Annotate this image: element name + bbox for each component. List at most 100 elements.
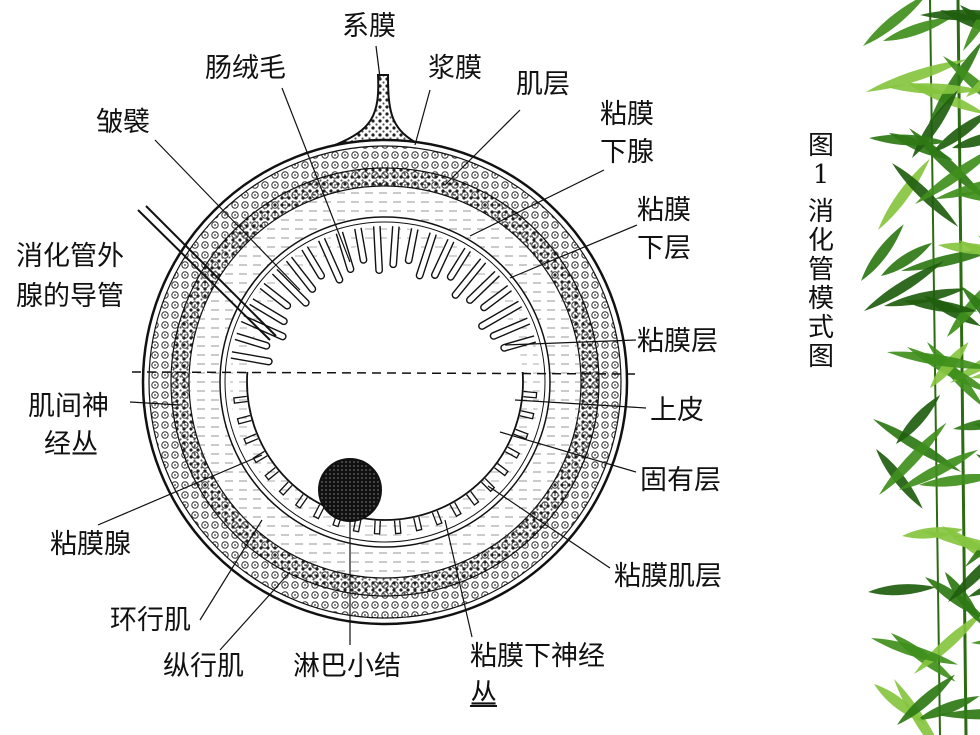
bamboo-leaf-icon [932, 110, 980, 153]
villus-shape [389, 226, 400, 269]
label-epithelium: 上皮 [650, 395, 704, 426]
bamboo-leaf-icon [937, 708, 980, 720]
villus-shape [271, 268, 310, 307]
bamboo-leaf-icon [919, 473, 980, 487]
villus-shape [372, 226, 384, 274]
label-submucosal-gland-1: 粘膜 [600, 99, 654, 130]
label-longitudinal-muscle: 纵行肌 [163, 651, 244, 682]
bamboo-leaf-icon [899, 449, 979, 490]
bamboo-leaf-icon [953, 416, 980, 431]
bamboo-leaf-icon [929, 39, 980, 123]
gland-shape [294, 493, 308, 509]
label-submucosal-gland-2: 下腺 [600, 137, 654, 168]
label-serosa: 浆膜 [428, 53, 482, 84]
bamboo-leaf-icon [896, 394, 941, 444]
label-myenteric-2: 经丛 [44, 429, 98, 460]
villus-shape [478, 300, 523, 330]
villus-shape [430, 238, 455, 279]
gland-shape [278, 481, 293, 496]
lumen [247, 244, 523, 520]
label-submucosal-plexus-1: 粘膜下神经 [470, 641, 605, 672]
bamboo-leaf-icon [897, 674, 956, 725]
bamboo-leaf-icon [866, 59, 967, 92]
bamboo-leaf-icon [938, 242, 980, 255]
villus-shape [500, 335, 537, 352]
caption-char: 图 [807, 342, 834, 372]
gland-shape [312, 504, 325, 520]
label-mesentery: 系膜 [342, 11, 396, 42]
bamboo-leaf-icon [869, 134, 948, 146]
gland-shape [523, 390, 538, 399]
bamboo-leaf-icon [920, 9, 980, 21]
label-plica: 皱襞 [96, 107, 150, 138]
villus-shape [415, 232, 437, 280]
bamboo-leaf-icon [955, 191, 980, 204]
bamboo-leaf-icon [878, 158, 930, 230]
villus-shape [480, 285, 512, 312]
bamboo-leaf-icon [886, 83, 980, 94]
label-lamina-propria: 固有层 [640, 465, 721, 496]
label-gland-duct-1: 消化管外 [16, 241, 124, 272]
bamboo-leaf-icon [925, 577, 980, 621]
leader-lines [97, 45, 647, 651]
gland-shape [352, 517, 362, 533]
caption-char: 消 [807, 197, 834, 227]
intestinal-villi [230, 226, 537, 366]
label-submucosa-2: 下层 [637, 233, 691, 264]
label-gland-duct-2: 腺的导管 [16, 281, 124, 312]
label-villus: 肠绒毛 [205, 53, 286, 84]
bamboo-leaf-icon [879, 422, 947, 495]
villus-shape [404, 228, 419, 265]
gland-shape [373, 520, 381, 535]
caption-char: 管 [807, 255, 834, 285]
bamboo-leaf-icon [871, 638, 959, 665]
caption-char: 化 [807, 226, 834, 256]
mucosal-glands [233, 372, 538, 535]
bamboo-leaf-icon [966, 56, 980, 97]
bamboo-leaf-icon [868, 584, 936, 596]
label-mucosal-gland: 粘膜腺 [50, 529, 131, 560]
gland-shape [233, 395, 248, 404]
bamboo-leaf-icon [922, 531, 980, 556]
gland-shape [252, 450, 268, 464]
bamboo-leaf-icon [961, 286, 980, 346]
label-muscularis: 肌层 [516, 69, 570, 100]
bamboo-leaf-icon [881, 242, 933, 276]
gland-shape [431, 510, 443, 526]
villus-shape [446, 247, 471, 281]
bamboo-leaf-icon [935, 174, 980, 199]
bamboo-leaves-icon [861, 0, 980, 735]
villus-shape [230, 351, 273, 366]
bamboo-leaf-icon [883, 17, 953, 41]
gland-shape [519, 410, 535, 420]
bamboo-leaf-icon [943, 56, 980, 124]
label-myenteric-1: 肌间神 [28, 391, 109, 422]
bamboo-leaf-icon [861, 224, 904, 281]
gland-shape [393, 520, 402, 535]
villus-shape [249, 298, 288, 326]
bamboo-leaf-icon [873, 419, 962, 473]
section-divider [131, 371, 636, 375]
villus-shape [451, 258, 487, 299]
bamboo-leaf-icon [914, 611, 980, 674]
gland-shape [264, 466, 280, 481]
bamboo-leaf-icon [864, 261, 944, 311]
figure-caption: 图 1 消 化 管 模 式 图 [804, 132, 838, 372]
bamboo-leaf-icon [947, 277, 980, 337]
villus-shape [259, 282, 292, 310]
bamboo-leaf-icon [894, 679, 950, 735]
bamboo-leaf-icon [950, 333, 980, 383]
label-submucosal-plexus-2: 丛 [470, 679, 497, 710]
gland-shape [236, 414, 252, 425]
digestive-tract-diagram [97, 45, 647, 651]
villus-shape [489, 317, 531, 340]
caption-char: 式 [807, 313, 834, 343]
label-mucosa: 粘膜层 [637, 326, 718, 357]
villus-shape [335, 231, 355, 274]
caption-char: 图 [807, 131, 834, 161]
villus-shape [466, 270, 500, 304]
label-lymph-nodule: 淋巴小结 [293, 651, 401, 682]
bamboo-leaf-icon [863, 0, 928, 46]
gland-shape [494, 463, 509, 477]
